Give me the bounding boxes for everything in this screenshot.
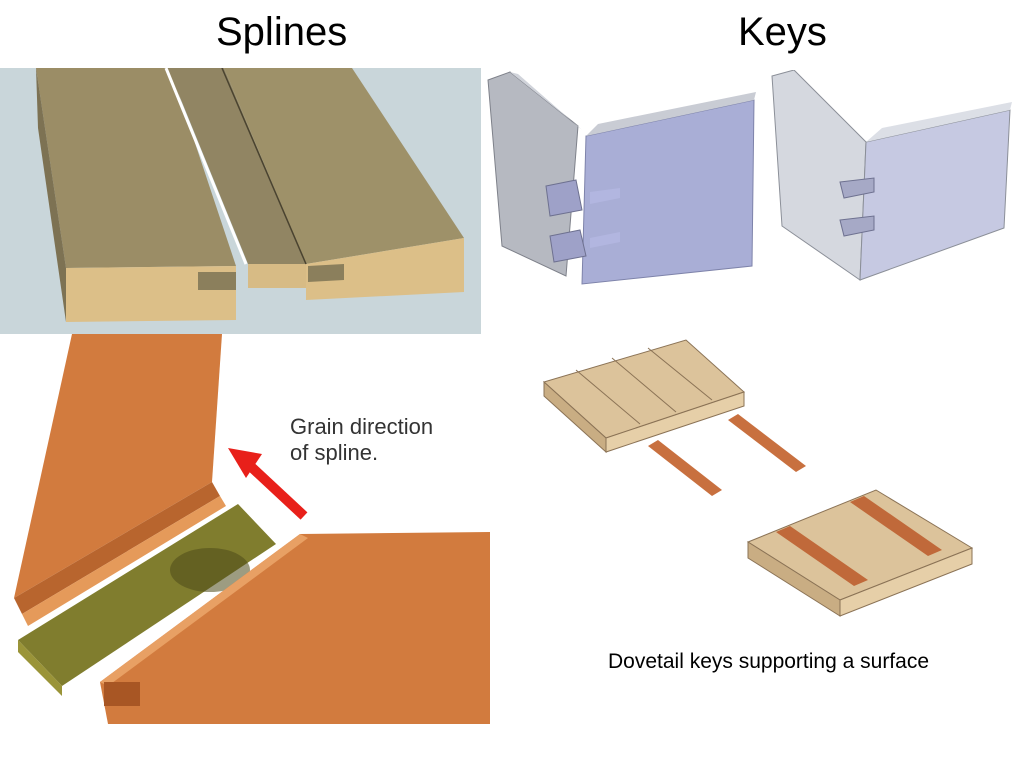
splines-heading: Splines — [216, 10, 348, 54]
keys-heading: Keys — [738, 10, 827, 54]
grain-label-line2: of spline. — [290, 440, 378, 465]
spline-boards-illustration — [0, 68, 481, 334]
dovetail-keys-illustration — [536, 334, 976, 624]
dovetail-caption: Dovetail keys supporting a surface — [608, 650, 929, 673]
svg-text:Grain direction of splin: Grain direction of spline. — [290, 414, 439, 465]
grain-label-line1: Grain direction — [290, 414, 433, 439]
grain-direction-arrow — [228, 448, 308, 520]
key-joint-illustrations — [482, 70, 1024, 286]
spline-grain-illustration: Grain direction of spline. — [0, 334, 490, 734]
